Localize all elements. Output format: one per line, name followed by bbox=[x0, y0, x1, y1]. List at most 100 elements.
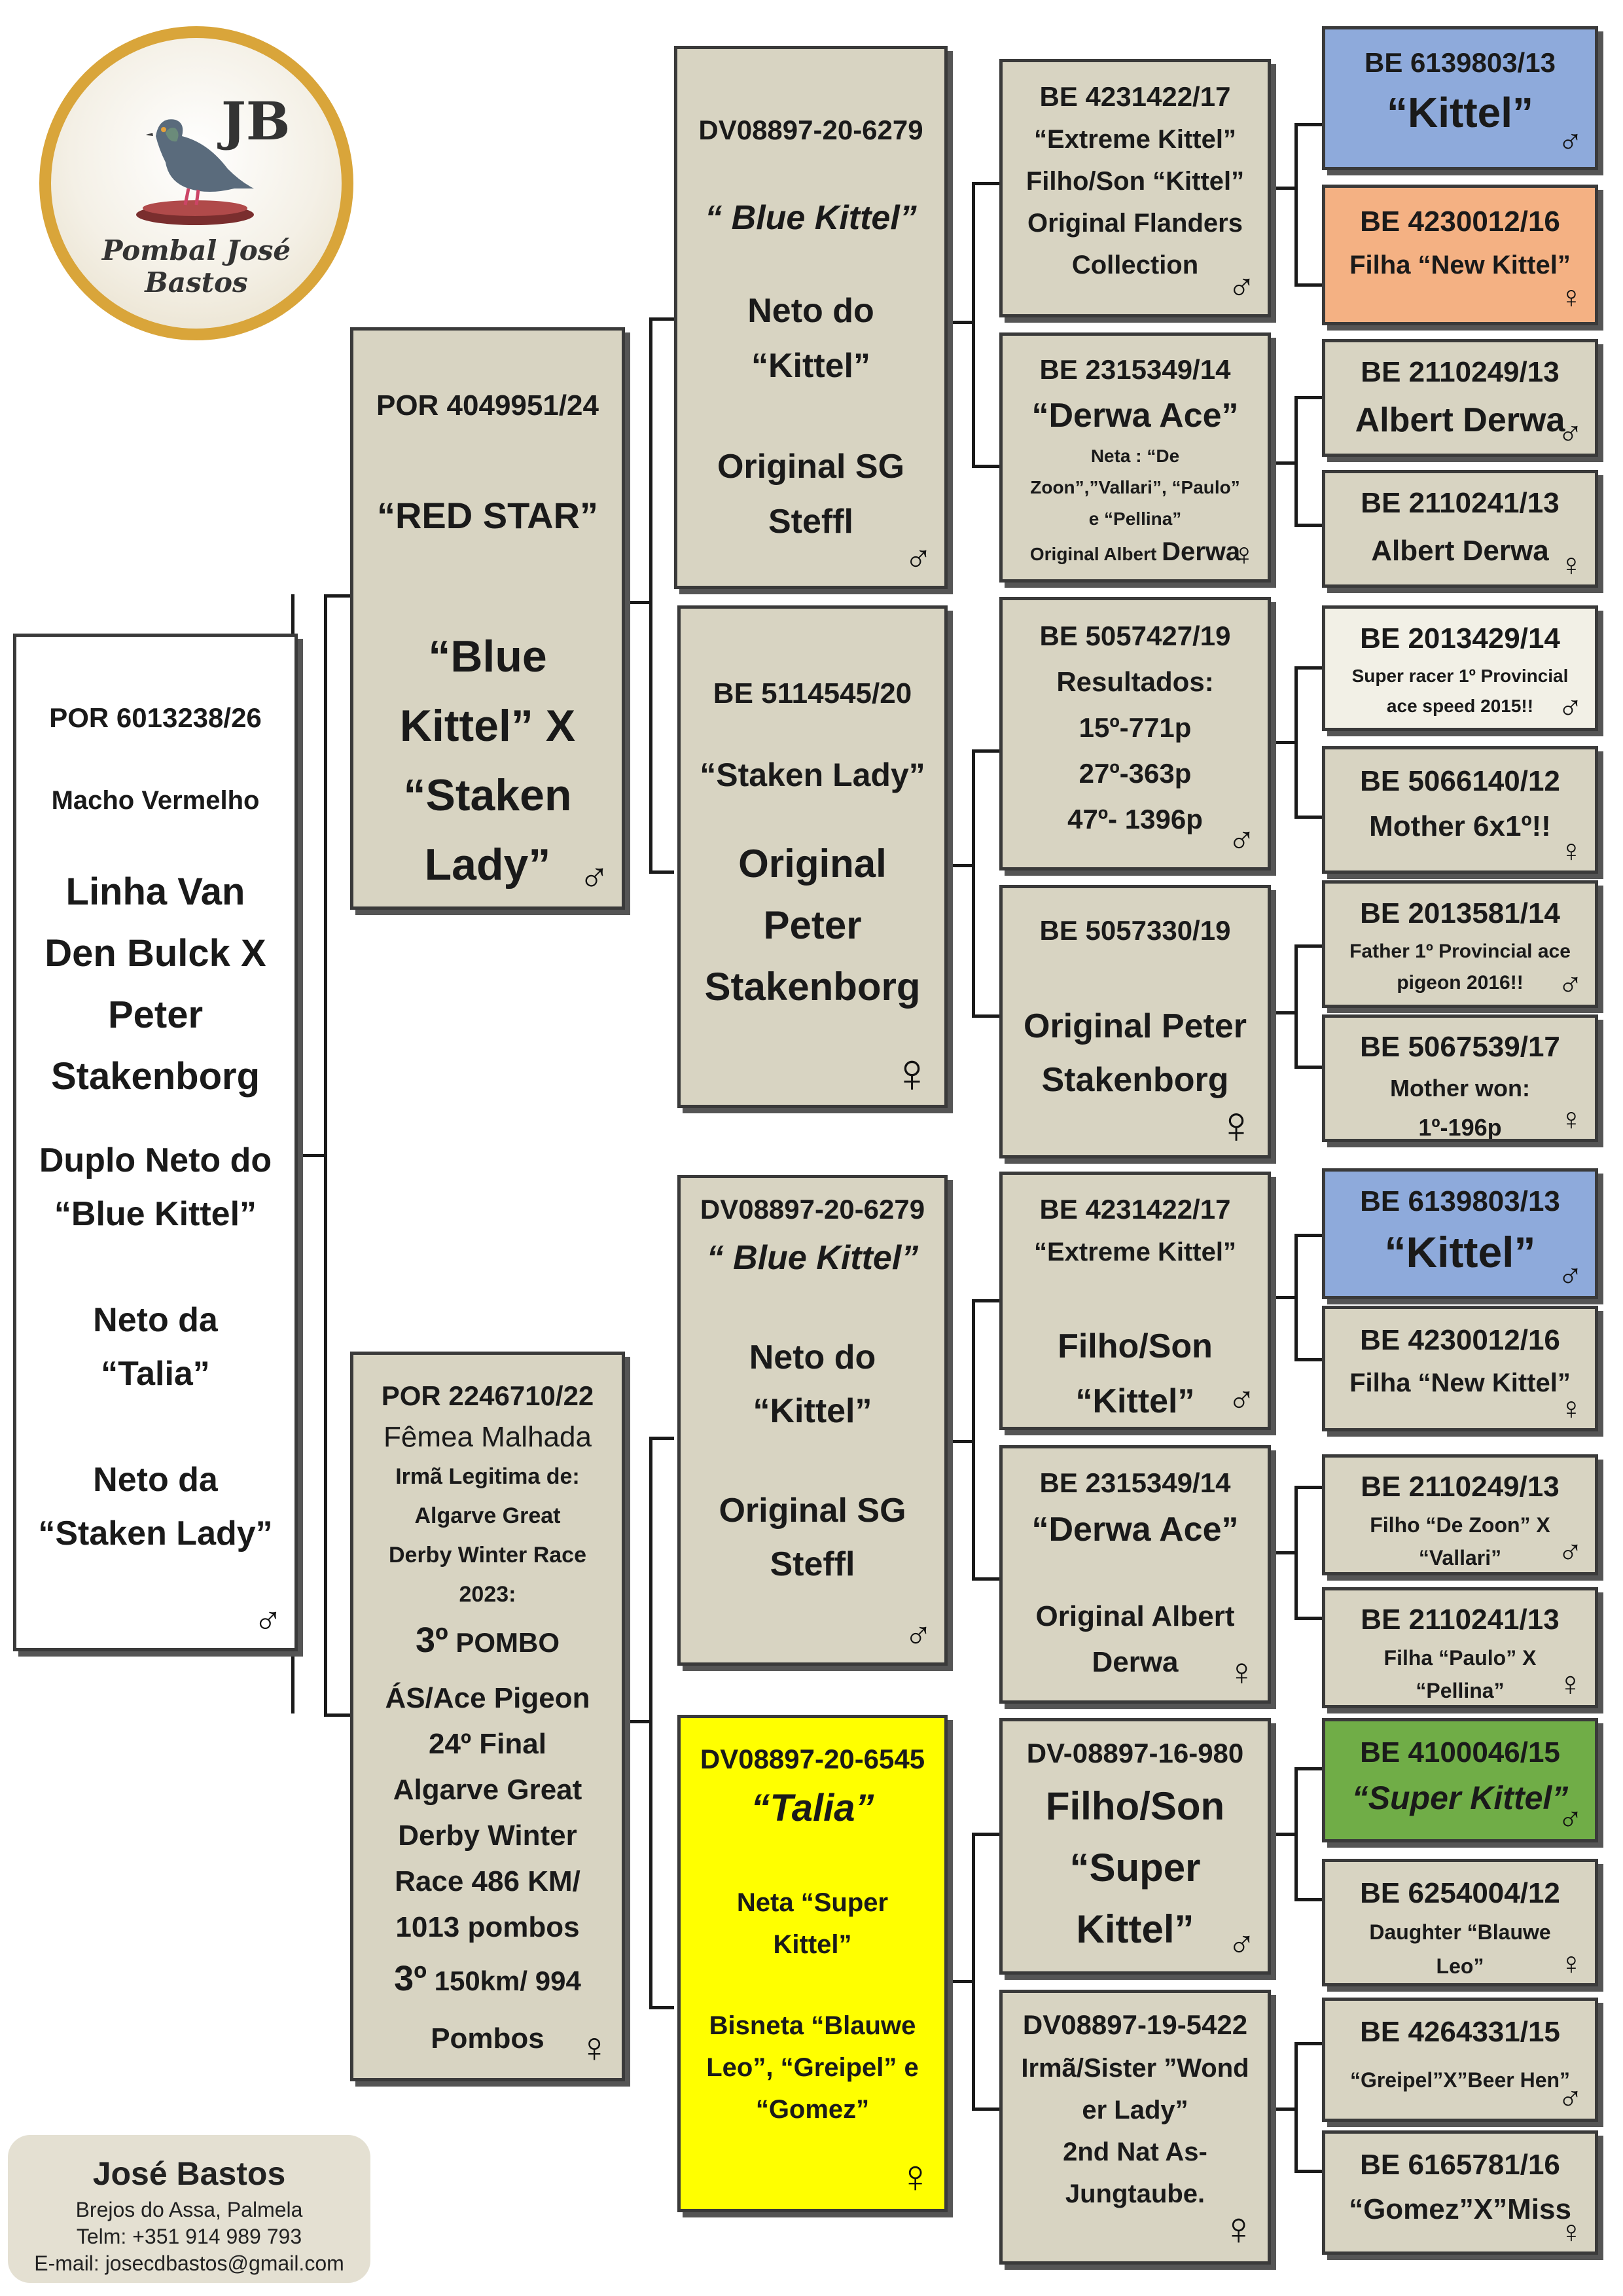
subject-ring: POR 6013238/26 bbox=[49, 702, 262, 733]
ancestor-line: Mother 6x1º!! bbox=[1369, 810, 1551, 842]
male-icon: ♂ bbox=[1558, 965, 1583, 1003]
ggp-line: Derwa bbox=[1092, 1646, 1179, 1678]
ggp-name: “Derwa Ace” bbox=[1031, 397, 1239, 435]
connector bbox=[1271, 2108, 1297, 2111]
gp-line: Leo”, “Greipel” e bbox=[706, 2053, 919, 2082]
connector bbox=[972, 1577, 999, 1581]
ancestor-line: Filha “New Kittel” bbox=[1349, 251, 1571, 279]
male-icon: ♂ bbox=[1558, 2079, 1583, 2117]
connector bbox=[649, 317, 674, 321]
dam-line: 24º Final bbox=[429, 1728, 546, 1760]
connector bbox=[324, 594, 350, 598]
great-grandparent-card: DV-08897-16-980 Filho/Son “Super Kittel”… bbox=[999, 1718, 1271, 1975]
subject-note: Neto da bbox=[93, 1461, 218, 1499]
female-icon: ♀ bbox=[898, 2151, 933, 2202]
logo-initials: JB bbox=[221, 90, 291, 152]
gp-line: Stakenborg bbox=[704, 965, 921, 1009]
ancestor-card: BE 5067539/17 Mother won: 1º-196p ♀ bbox=[1322, 1014, 1598, 1142]
subject-note: “Blue Kittel” bbox=[54, 1195, 257, 1233]
subject-line: Den Bulck X bbox=[45, 932, 266, 975]
connector bbox=[649, 1437, 674, 1440]
female-icon: ♀ bbox=[1560, 2215, 1583, 2250]
ggp-line: Derwa bbox=[1162, 537, 1241, 566]
gp-line: Neta “Super bbox=[736, 1888, 889, 1917]
ggp-ring: BE 2315349/14 bbox=[1039, 1467, 1231, 1498]
ancestor-ring: BE 6254004/12 bbox=[1360, 1877, 1560, 1909]
ggp-ring: DV-08897-16-980 bbox=[1026, 1738, 1244, 1768]
ggp-line: Irmã/Sister ”Wond bbox=[1021, 2054, 1249, 2083]
ancestor-card: BE 6254004/12 Daughter “Blauwe Leo” ♀ bbox=[1322, 1859, 1598, 1986]
female-icon: ♀ bbox=[1560, 548, 1583, 583]
connector bbox=[1294, 2170, 1322, 2173]
male-icon: ♂ bbox=[1227, 264, 1257, 307]
dam-line: Algarve Great bbox=[393, 1774, 582, 1806]
ancestor-card: BE 2110241/13 Filha “Paulo” X “Pellina” … bbox=[1322, 1587, 1598, 1708]
great-grandparent-card: BE 2315349/14 “Derwa Ace” Original Alber… bbox=[999, 1445, 1271, 1704]
male-icon: ♂ bbox=[904, 1613, 933, 1655]
connector bbox=[649, 317, 652, 870]
ancestor-ring: BE 5066140/12 bbox=[1360, 765, 1560, 797]
dam-line: Pombos bbox=[431, 2022, 544, 2054]
ggp-line: “Extreme Kittel” bbox=[1034, 125, 1236, 154]
ancestor-card: BE 4230012/16 Filha “New Kittel” ♀ bbox=[1322, 185, 1598, 325]
grandparent-card: DV08897-20-6279 “ Blue Kittel” Neto do “… bbox=[677, 1175, 948, 1666]
ancestor-card: BE 2110249/13 Albert Derwa ♂ bbox=[1322, 339, 1598, 457]
grandparent-card: DV08897-20-6545 “Talia” Neta “Super Kitt… bbox=[677, 1715, 948, 2212]
grandparent-card: DV08897-20-6279 “ Blue Kittel” Neto do “… bbox=[674, 46, 948, 589]
gp-line: Original bbox=[738, 842, 887, 886]
connector bbox=[1294, 944, 1298, 1066]
female-icon: ♀ bbox=[579, 2024, 610, 2071]
subject-line: Stakenborg bbox=[50, 1055, 260, 1098]
ggp-line: Kittel” bbox=[1076, 1907, 1194, 1951]
ggp-line: “Extreme Kittel” bbox=[1034, 1238, 1236, 1266]
gp-ring: DV08897-20-6545 bbox=[700, 1744, 925, 1774]
connector bbox=[1294, 816, 1322, 819]
subject-note: “Talia” bbox=[101, 1355, 210, 1393]
connector bbox=[1271, 741, 1297, 744]
ggp-ring: BE 4231422/17 bbox=[1039, 1194, 1231, 1225]
ancestor-card: BE 2110241/13 Albert Derwa ♀ bbox=[1322, 470, 1598, 588]
ancestor-ring: BE 2013581/14 bbox=[1360, 897, 1560, 929]
connector bbox=[300, 1154, 326, 1157]
gp-line: “Kittel” bbox=[753, 1392, 872, 1430]
ggp-line: Original Albert bbox=[1035, 1600, 1235, 1632]
ancestor-card: BE 2013429/14 Super racer 1º Provincial … bbox=[1322, 605, 1598, 731]
dam-line: 1013 pombos bbox=[395, 1911, 580, 1943]
ancestor-line: “Vallari” bbox=[1418, 1546, 1502, 1570]
ggp-line: Zoon”,”Vallari”, “Paulo” bbox=[1030, 477, 1240, 497]
connector bbox=[1294, 666, 1322, 670]
connector bbox=[972, 1014, 999, 1018]
ggp-line: Original Peter bbox=[1024, 1007, 1247, 1045]
ancestor-line: “Kittel” bbox=[1384, 1228, 1536, 1276]
dam-line: Race 486 KM/ bbox=[395, 1865, 580, 1897]
ggp-line: e “Pellina” bbox=[1088, 509, 1182, 529]
dam-line: Derby Winter bbox=[398, 1820, 577, 1852]
great-grandparent-card: BE 2315349/14 “Derwa Ace” Neta : “De Zoo… bbox=[999, 332, 1271, 583]
ancestor-ring: BE 6139803/13 bbox=[1364, 47, 1556, 78]
ancestor-line: Filha “New Kittel” bbox=[1349, 1369, 1571, 1397]
connector bbox=[649, 870, 674, 874]
male-icon: ♂ bbox=[1227, 1377, 1257, 1420]
connector bbox=[1294, 524, 1322, 527]
ggp-line: 2nd Nat As- bbox=[1063, 2138, 1207, 2166]
gp-ring: BE 5114545/20 bbox=[713, 677, 912, 709]
sire-line: “Staken bbox=[403, 770, 572, 820]
ancestor-line: Daughter “Blauwe bbox=[1369, 1920, 1551, 1944]
connector bbox=[1294, 1358, 1322, 1361]
ancestor-line: pigeon 2016!! bbox=[1397, 972, 1524, 994]
ancestor-line: “Super Kittel” bbox=[1351, 1780, 1569, 1816]
contact-phone[interactable]: Telm: +351 914 989 793 bbox=[76, 2225, 302, 2248]
gp-line: Peter bbox=[763, 903, 862, 947]
ggp-line: Filho/Son bbox=[1058, 1327, 1213, 1365]
ggp-line: 27º-363p bbox=[1079, 758, 1192, 789]
ancestor-line: Albert Derwa bbox=[1355, 401, 1565, 439]
contact-email[interactable]: E-mail: josecdbastos@gmail.com bbox=[34, 2251, 344, 2275]
male-icon: ♂ bbox=[1558, 122, 1583, 160]
connector bbox=[625, 601, 651, 604]
ggp-line: Resultados: bbox=[1056, 666, 1214, 697]
sire-line: Kittel” X bbox=[399, 701, 576, 751]
ggp-line: Filho/Son “Kittel” bbox=[1026, 167, 1245, 196]
connector bbox=[972, 465, 999, 468]
connector bbox=[1294, 944, 1322, 948]
subject-note: Duplo Neto do bbox=[39, 1141, 272, 1179]
